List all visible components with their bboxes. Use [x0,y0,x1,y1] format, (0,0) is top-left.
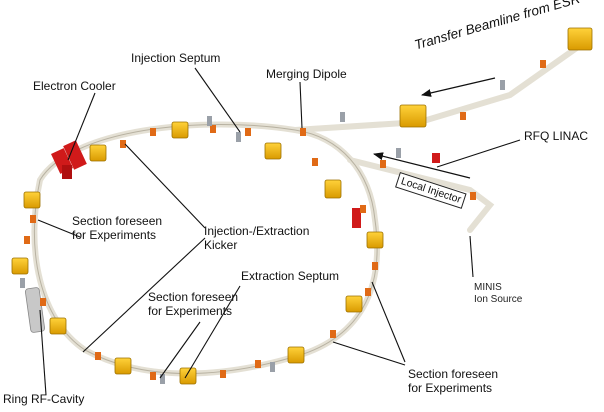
label-minis: MINIS Ion Source [474,282,523,305]
label-extraction-septum: Extraction Septum [241,269,340,283]
label-ring-rf-cavity: Ring RF-Cavity [3,392,85,406]
electron-cooler [51,140,87,179]
label-section-middle: Section foreseen for Experiments [148,290,239,318]
label-section-bottom-right: Section foreseen for Experiments [408,367,499,395]
leader-lines [37,67,521,396]
label-merging-dipole: Merging Dipole [266,67,347,81]
local-injector-arrow [373,152,471,179]
label-kicker: Injection-/Extraction Kicker [204,224,310,252]
label-rfq-linac: RFQ LINAC [524,129,589,143]
beam-diagnostics [20,80,505,384]
label-injection-septum: Injection Septum [131,51,221,65]
transfer-arrow [421,77,496,97]
injector-component [432,153,440,163]
label-section-left: Section foreseen for Experiments [72,214,163,242]
label-electron-cooler: Electron Cooler [33,79,116,93]
rf-component [352,208,361,228]
dipole-magnets [11,27,593,385]
beam-pipe-edge [33,123,378,374]
quadrupole-magnets [24,60,546,380]
ring-rf-cavity [24,287,46,333]
beam-pipe [31,39,588,377]
